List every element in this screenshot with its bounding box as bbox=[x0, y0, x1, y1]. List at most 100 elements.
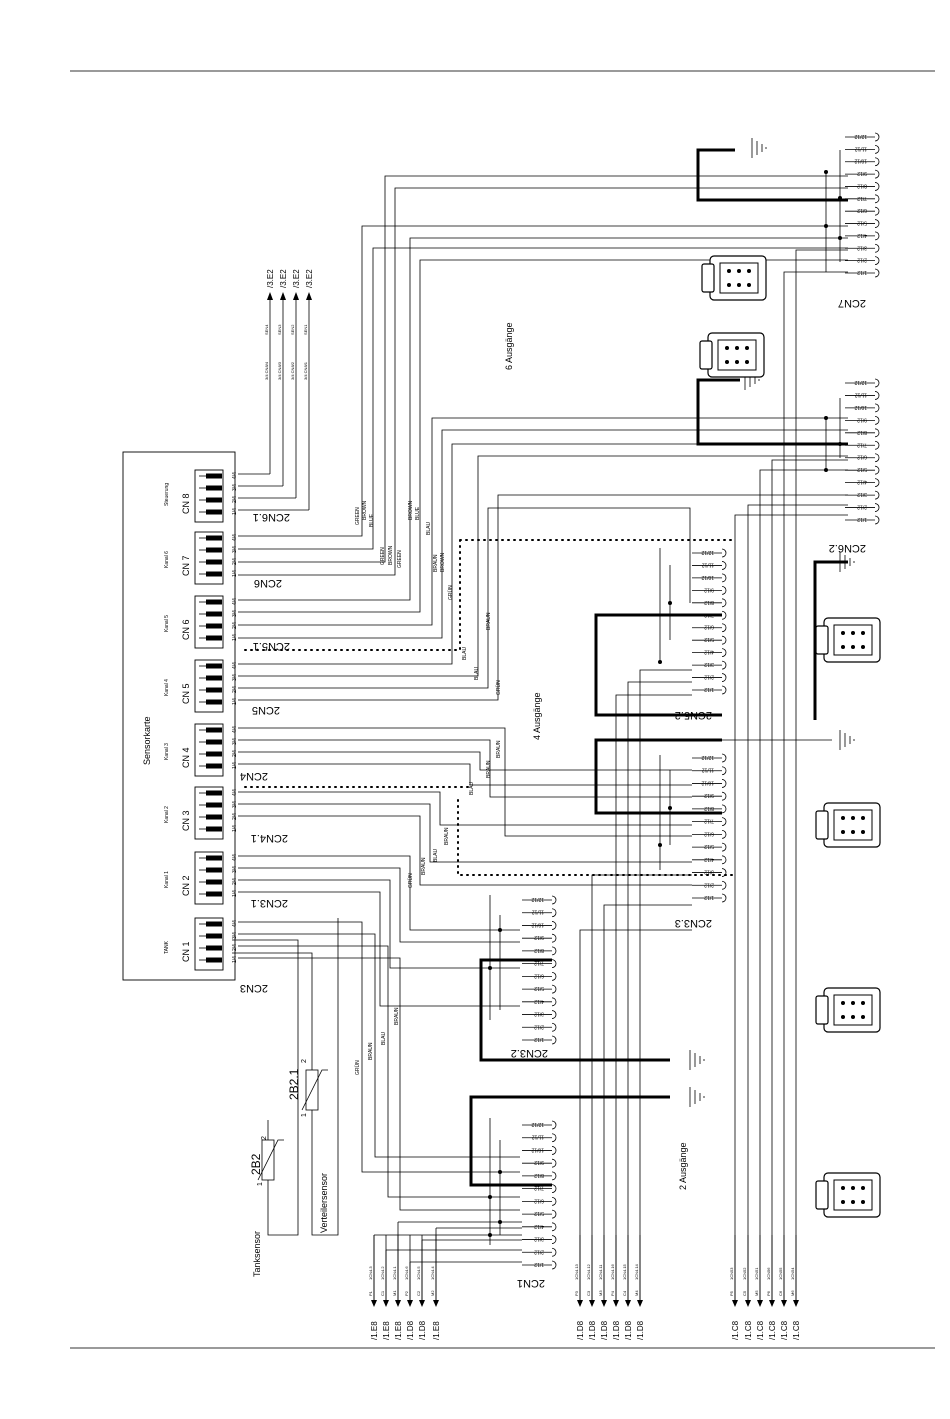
strip-pin-label: 3/12 bbox=[857, 244, 867, 250]
strip-pin-label: 8/12 bbox=[534, 947, 544, 953]
strip-pin-label: 9/12 bbox=[857, 170, 867, 176]
wire-color-label: GRÜN bbox=[354, 1060, 361, 1075]
ref-signal: SEN1 bbox=[303, 324, 308, 335]
connector-2cn7-label: 2CN7 bbox=[838, 297, 866, 309]
ground-busbar bbox=[696, 148, 848, 202]
connector-plug-icon bbox=[699, 332, 765, 378]
ref-term: C1 bbox=[380, 1290, 385, 1296]
pin-label: 3/4 bbox=[232, 674, 238, 681]
pin-label: 3/4 bbox=[232, 546, 238, 553]
strip-pin-label: 5/12 bbox=[857, 220, 867, 226]
strip-pin-label: 8/12 bbox=[857, 182, 867, 188]
distributor-sensor-caption: Verteilersensor bbox=[319, 1173, 329, 1233]
junction-dot bbox=[658, 660, 662, 664]
ref-target: /1.D8 bbox=[588, 1320, 597, 1340]
ground-symbol bbox=[839, 730, 855, 750]
dotted-boundary-upper bbox=[244, 539, 736, 651]
strip-pin-label: 12/12 bbox=[854, 379, 867, 385]
wire bbox=[238, 727, 692, 837]
terminal-pin bbox=[206, 599, 222, 605]
strip-pin-label: 3/12 bbox=[704, 661, 714, 667]
channel-blocks: 4/43/42/41/4CN 8Steuerung4/43/42/41/4CN … bbox=[164, 469, 238, 971]
ref-target: /1.D8 bbox=[418, 1320, 427, 1340]
ref-target: /3.E2 bbox=[292, 269, 301, 288]
ref-wire: 1CN51 bbox=[754, 1267, 759, 1280]
ref-target: /1.E8 bbox=[394, 1321, 403, 1340]
ref-wire: 1CN4.4 bbox=[430, 1266, 435, 1280]
pin-label: 4/4 bbox=[232, 598, 238, 605]
strip-pin-label: 4/12 bbox=[857, 232, 867, 238]
channel-label: Kanal 2 bbox=[164, 806, 170, 823]
pin-label: 1/4 bbox=[232, 890, 238, 897]
outputs-six-caption: 6 Ausgänge bbox=[504, 322, 514, 370]
strip-pin-label: 6/12 bbox=[704, 624, 714, 630]
terminal-pin bbox=[206, 559, 222, 565]
strip-pin-label: 11/12 bbox=[855, 391, 867, 397]
connector-strip: 12/1211/1210/129/128/127/126/125/124/123… bbox=[675, 753, 727, 929]
junction-dot bbox=[488, 1233, 492, 1237]
pin-label: 1/4 bbox=[232, 762, 238, 769]
ref-term: P6 bbox=[766, 1290, 771, 1296]
wire bbox=[734, 514, 848, 1300]
strip-pin-label: 9/12 bbox=[534, 1159, 544, 1165]
ref-target: /1.D8 bbox=[636, 1320, 645, 1340]
strip-pin-label: 5/12 bbox=[704, 636, 714, 642]
strip-pin-label: 6/12 bbox=[857, 207, 867, 213]
strip-pin-label: 11/12 bbox=[702, 767, 714, 773]
terminal-pin bbox=[206, 933, 222, 939]
junction-dot bbox=[824, 224, 828, 228]
distributor-sensor: 2B2.1 1 2 Verteilersensor bbox=[232, 918, 339, 1236]
pin-label: 4/4 bbox=[232, 920, 238, 927]
tank-sensor-pin1: 1 bbox=[257, 1182, 264, 1186]
wire bbox=[795, 249, 848, 1300]
ground-busbar bbox=[594, 738, 722, 815]
strip-pin-label: 3/12 bbox=[857, 491, 867, 497]
channel-id: CN 3 bbox=[181, 810, 191, 831]
pin-label: 3/4 bbox=[232, 801, 238, 808]
pin-label: 2/4 bbox=[232, 944, 238, 951]
ref-term: M1 bbox=[392, 1290, 397, 1296]
wire bbox=[238, 247, 848, 550]
wire bbox=[238, 259, 848, 613]
pin-label: 3/4 bbox=[232, 866, 238, 873]
connector-plug-icon bbox=[815, 987, 881, 1033]
strip-pin-label: 4/12 bbox=[534, 1223, 544, 1229]
ground-busbar bbox=[696, 378, 848, 446]
wire bbox=[238, 175, 848, 563]
strip-pin-label: 1/12 bbox=[534, 1036, 544, 1042]
strip-pin-label: 10/12 bbox=[701, 779, 714, 785]
ref-target: /1.C8 bbox=[768, 1320, 777, 1340]
ref-wire: 1CN4.6 bbox=[404, 1266, 409, 1280]
channel-id: CN 8 bbox=[181, 493, 191, 514]
junction-dot bbox=[498, 1220, 502, 1224]
terminal-pin bbox=[206, 921, 222, 927]
ref-term: C5 bbox=[742, 1290, 747, 1296]
wire bbox=[238, 867, 520, 943]
wire bbox=[238, 494, 848, 701]
ref-wire: 1CN4.16 bbox=[610, 1263, 615, 1280]
strip-pin-label: 12/12 bbox=[531, 1121, 544, 1127]
ref-target: /1.D8 bbox=[624, 1320, 633, 1340]
ref-term: M4 bbox=[634, 1290, 639, 1296]
ref-wire: 3/4 CN8/2 bbox=[290, 361, 295, 380]
channel-id: CN 6 bbox=[181, 619, 191, 640]
harness-label: 2CN4 bbox=[240, 770, 268, 782]
strip-pin-label: 10/12 bbox=[531, 1146, 544, 1152]
strip-pin-label: 6/12 bbox=[704, 830, 714, 836]
terminal-pin bbox=[206, 663, 222, 669]
ref-term: P3 bbox=[574, 1290, 579, 1296]
pin-label: 4/4 bbox=[232, 534, 238, 541]
terminal-pin bbox=[206, 867, 222, 873]
terminal-pin bbox=[206, 611, 222, 617]
wire-color-label: BRAUN bbox=[394, 1007, 400, 1025]
wire bbox=[238, 957, 520, 1211]
strip-pin-label: 1/12 bbox=[704, 686, 714, 692]
junction-dot bbox=[824, 468, 828, 472]
